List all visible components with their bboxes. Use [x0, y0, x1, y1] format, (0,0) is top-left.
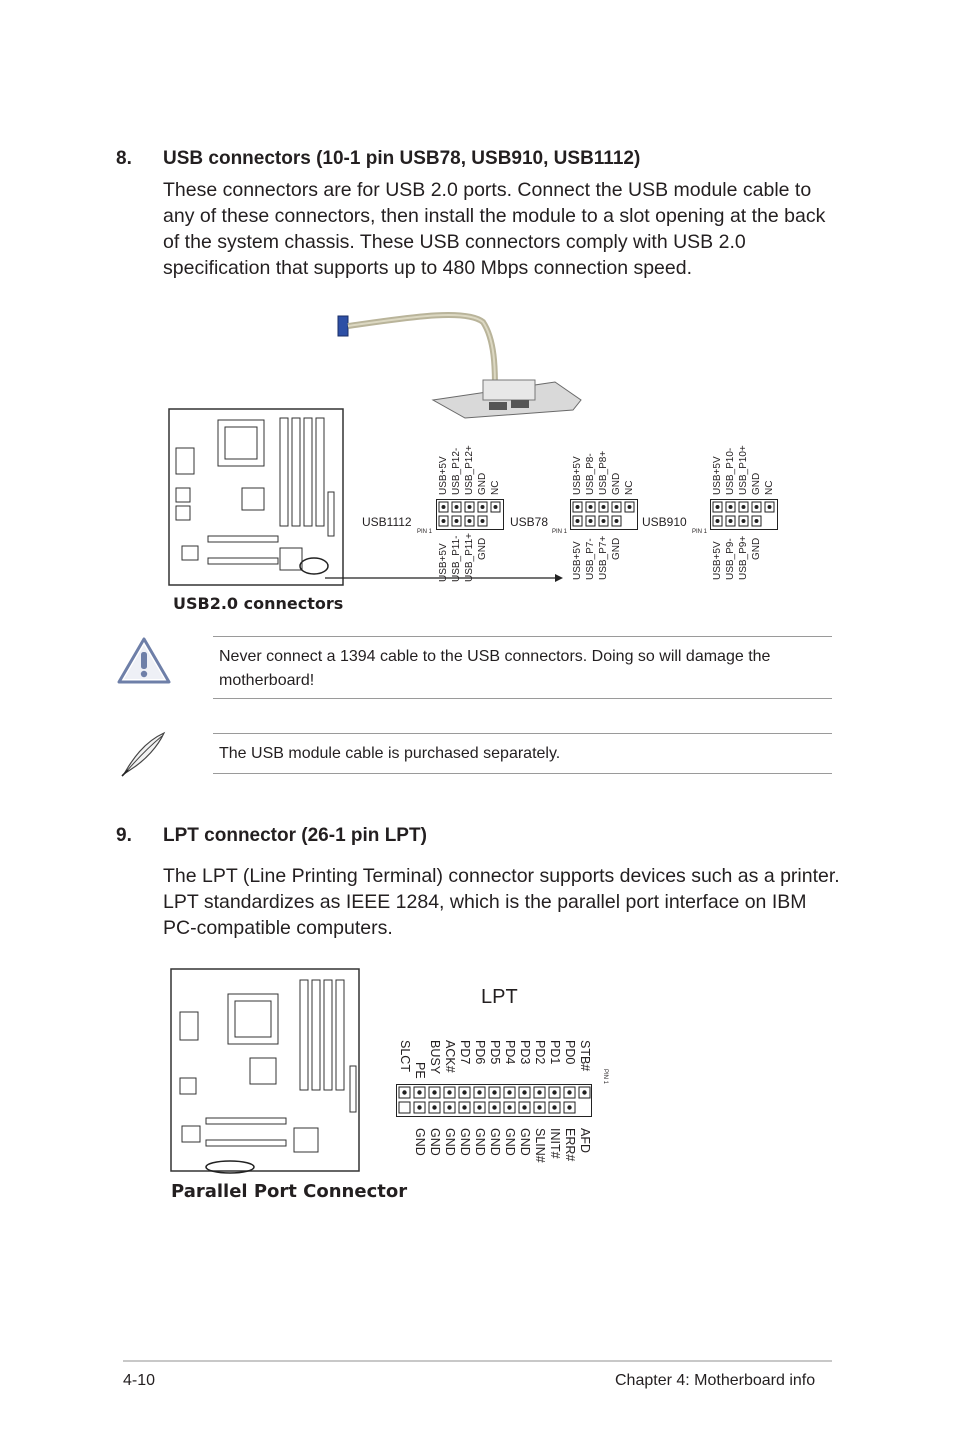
warning-triangle-icon: [117, 637, 171, 684]
usb78-bottom-pin: GND: [611, 537, 622, 560]
lpt-header-name: LPT: [481, 986, 518, 1008]
usb78-bottom-pin: USB+5V: [572, 541, 583, 580]
lpt-pin1-label: PIN 1: [602, 1069, 608, 1085]
usb78-bottom-pin: USB_P7-: [585, 538, 596, 580]
usb1112-bottom-pin: USB+5V: [438, 543, 449, 582]
usb910-pin-header: [710, 499, 778, 530]
lpt-top-pin: PD0: [563, 1040, 577, 1065]
lpt-bottom-pin: SLIN#: [533, 1128, 547, 1163]
lpt-top-pin: PD6: [473, 1040, 487, 1065]
usb910-top-pin: NC: [764, 480, 775, 495]
info-bottom-rule: [213, 773, 832, 774]
usb910-bottom-pin: USB_P9-: [725, 538, 736, 580]
section8-title: USB connectors (10-1 pin USB78, USB910, …: [163, 148, 641, 169]
lpt-bottom-pin: GND: [458, 1128, 472, 1156]
usb78-top-pin: USB_P8-: [585, 453, 596, 495]
section8-number: 8.: [116, 148, 132, 169]
lpt-top-pin: ACK#: [443, 1040, 457, 1073]
lpt-bottom-pin: ERR#: [563, 1128, 577, 1162]
lpt-top-pin: BUSY: [428, 1040, 442, 1075]
lpt-bottom-pin: GND: [473, 1128, 487, 1156]
usb78-top-pin: USB_P8+: [598, 450, 609, 495]
lpt-top-pin: PE: [413, 1062, 427, 1079]
usb78-header-name: USB78: [510, 515, 549, 529]
footer-rule: [123, 1360, 832, 1362]
usb910-top-pin: USB+5V: [712, 456, 723, 495]
usb910-bottom-pin: USB_P9+: [738, 535, 749, 580]
lpt-figure-caption: Parallel Port Connector: [171, 1181, 408, 1202]
motherboard-thumbnail: [168, 408, 344, 586]
warning-bottom-rule: [213, 698, 832, 699]
usb78-top-pin: USB+5V: [572, 456, 583, 495]
lpt-top-pin: PD2: [533, 1040, 547, 1065]
lpt-top-pin: PD1: [548, 1040, 562, 1065]
lpt-top-pin: PD5: [488, 1040, 502, 1065]
info-top-rule: [213, 733, 832, 734]
info-text: The USB module cable is purchased separa…: [219, 745, 561, 762]
usb910-top-pin: USB_P10+: [738, 445, 749, 495]
usb1112-top-pin: GND: [477, 472, 488, 495]
usb910-pin1-label: PIN 1: [692, 529, 708, 535]
section9-number: 9.: [116, 825, 132, 846]
lpt-bottom-pin: GND: [518, 1128, 532, 1156]
lpt-top-pin: STB#: [578, 1040, 592, 1072]
usb1112-top-pin: USB_P12-: [451, 447, 462, 495]
lpt-bottom-pin: INIT#: [548, 1128, 562, 1159]
usb1112-pin-header: [436, 499, 504, 530]
lpt-bottom-pin: GND: [488, 1128, 502, 1156]
usb1112-top-pin: USB+5V: [438, 456, 449, 495]
warning-top-rule: [213, 636, 832, 637]
section9-title: LPT connector (26-1 pin LPT): [163, 825, 427, 846]
usb78-pin-header: [570, 499, 638, 530]
usb78-top-pin: GND: [611, 472, 622, 495]
section9-body: The LPT (Line Printing Terminal) connect…: [163, 865, 840, 939]
pointer-arrow: [325, 574, 563, 582]
section8-body: These connectors are for USB 2.0 ports. …: [163, 179, 826, 279]
lpt-bottom-pin: GND: [413, 1128, 427, 1156]
usb78-bottom-pin: USB_P7+: [598, 535, 609, 580]
lpt-bottom-pin: GND: [443, 1128, 457, 1156]
usb1112-bottom-pin: GND: [477, 537, 488, 560]
usb1112-pin1-label: PIN 1: [417, 529, 433, 535]
usb78-top-pin: NC: [624, 480, 635, 495]
usb1112-top-pin: NC: [490, 480, 501, 495]
lpt-bottom-pin: GND: [503, 1128, 517, 1156]
lpt-top-pin: SLCT: [398, 1040, 412, 1072]
lpt-bottom-pin: GND: [428, 1128, 442, 1156]
usb1112-top-pin: USB_P12+: [464, 445, 475, 495]
usb78-pin1-label: PIN 1: [552, 529, 568, 535]
lpt-bottom-pin: AFD: [578, 1128, 592, 1153]
usb910-top-pin: GND: [751, 472, 762, 495]
usb-module-cable-illustration: [337, 312, 582, 419]
usb910-bottom-pin: GND: [751, 537, 762, 560]
page-number: 4-10: [123, 1372, 156, 1389]
lpt-top-pin: PD7: [458, 1040, 472, 1065]
quill-pen-icon: [121, 731, 166, 777]
lpt-pin-header: [396, 1084, 592, 1117]
warning-text: Never connect a 1394 cable to the USB co…: [219, 648, 771, 689]
lpt-top-pin: PD3: [518, 1040, 532, 1065]
usb1112-bottom-pin: USB_P11-: [451, 535, 462, 582]
usb910-top-pin: USB_P10-: [725, 447, 736, 495]
usb1112-bottom-pin: USB_P11+: [464, 532, 475, 582]
motherboard-thumbnail-lpt: [170, 968, 360, 1174]
usb910-header-name: USB910: [642, 515, 687, 529]
usb-figure: USB2.0 connectors: [165, 300, 845, 620]
usb910-bottom-pin: USB+5V: [712, 541, 723, 580]
chapter-title: Chapter 4: Motherboard info: [615, 1372, 816, 1389]
usb1112-header-name: USB1112: [362, 515, 412, 529]
lpt-top-pin: PD4: [503, 1040, 517, 1065]
usb-figure-caption: USB2.0 connectors: [173, 594, 344, 613]
